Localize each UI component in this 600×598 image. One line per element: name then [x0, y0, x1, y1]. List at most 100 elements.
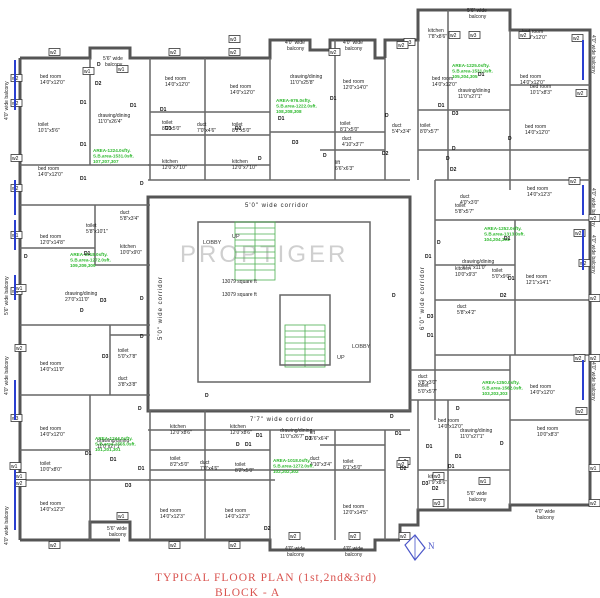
unit-area: S.B.area-1272.0sft.	[70, 258, 111, 263]
door-tag: D	[323, 153, 327, 159]
room-name: duct	[460, 194, 470, 200]
unit-area: S.B.area-1562.0sft.	[482, 386, 523, 391]
window-tag: w1	[116, 512, 129, 520]
window-tag: w2	[10, 74, 23, 82]
room-size: 11'0"x27'1"	[97, 444, 121, 450]
window-tag: w2	[571, 34, 584, 42]
window-id: w2	[577, 409, 584, 415]
stair-steps-top	[235, 222, 275, 280]
room-size: 5'0"x7'8"	[118, 354, 137, 360]
door-tag: D3	[452, 111, 459, 117]
unit-area: S.B.area-1313.0sft.	[484, 232, 525, 237]
room-size: 7'0"x4'6"	[197, 128, 216, 134]
room-name: duct	[120, 210, 130, 216]
side-balcony: 4'0" wide balcony	[590, 235, 596, 274]
room-size: 10'0"x8'0"	[40, 467, 62, 473]
door-tag: D	[258, 156, 262, 162]
room-name: toilet	[232, 122, 243, 128]
window-tag: w2	[588, 354, 600, 362]
door-tag: D	[390, 414, 394, 420]
window-tag: w1	[82, 67, 95, 75]
room-size: 10'1"x5'6"	[38, 128, 60, 134]
room-size: 12'0"x8'6"	[230, 430, 252, 436]
north-arrow: N	[404, 534, 435, 562]
room-name: duct	[197, 122, 207, 128]
door-tag: D1	[160, 107, 167, 113]
room-name: bed room	[522, 29, 543, 35]
room-name: kitchen	[230, 424, 246, 430]
room-size: 8'1"x5'0"	[340, 127, 359, 133]
plan-title: TYPICAL FLOOR PLAN (1st,2nd&3rd)	[155, 572, 377, 584]
side-balcony: 5'6" wide balcony	[4, 276, 10, 315]
door-tag: D3	[125, 483, 132, 489]
room-size: 8'2"x5'0"	[170, 462, 189, 468]
unit-area: 108,208,308	[276, 109, 302, 114]
room-name: kitchen	[232, 159, 248, 165]
room-size: 14'0"x12'0"	[432, 82, 457, 88]
window-tag: w3	[10, 414, 23, 422]
door-tag: D	[138, 406, 142, 412]
core-area-2: 13079 square ft	[222, 292, 257, 298]
door-tag: D	[140, 296, 144, 302]
side-balcony: 4'0" wide balcony	[4, 81, 10, 120]
window-tag: w2	[588, 499, 600, 507]
window-tag: w3	[228, 35, 241, 43]
unit-area: 107,207,307	[93, 159, 119, 164]
window-tag: w2	[398, 532, 411, 540]
window-tag: w1	[478, 477, 491, 485]
window-id: w2	[520, 33, 527, 39]
area-labels: AREA-1224.0sfty.S.B.area-1531.0sft.107,2…	[70, 63, 525, 474]
room-size: 5'8"x3'4"	[120, 216, 139, 222]
door-tag: D1	[110, 457, 117, 463]
room-name: toilet	[455, 203, 466, 209]
door-tag: D2	[400, 466, 407, 472]
room-name: drawing/dining	[460, 428, 492, 434]
window-tag: w1	[9, 462, 22, 470]
window-id: w2	[50, 50, 57, 56]
window-tag: w2	[10, 184, 23, 192]
room-size: 3'8"x3'8"	[118, 382, 137, 388]
window-id: w2	[350, 534, 357, 540]
plan-subtitle: BLOCK - A	[215, 587, 280, 598]
window-tag: w2	[518, 31, 531, 39]
room-size: 14'0"x12'0"	[520, 80, 545, 86]
room-name: bed room	[38, 166, 59, 172]
door-tag: D2	[382, 151, 389, 157]
window-id: w2	[590, 501, 597, 507]
window-id: w1	[84, 69, 91, 75]
unit-area: S.B.area-1222.0sft.	[276, 104, 317, 109]
side-balcony: 4'0" wide balcony	[590, 188, 596, 227]
window-tag: w1	[10, 231, 23, 239]
room-size: 14'0"x12'0"	[525, 130, 550, 136]
room-name: drawing/dining	[458, 88, 490, 94]
room-name: bed room	[40, 361, 61, 367]
unit-area: 109,209,309	[70, 263, 96, 268]
walls	[18, 8, 592, 552]
window-tag: w2	[228, 48, 241, 56]
window-id: w2	[50, 543, 57, 549]
room-name: toilet	[118, 348, 129, 354]
window-id: w2	[230, 50, 237, 56]
window-id: w2	[400, 534, 407, 540]
window-id: w2	[450, 33, 457, 39]
window-tag: w2	[14, 344, 27, 352]
stair-steps-bottom	[285, 325, 325, 367]
window-tag: w2	[396, 460, 409, 468]
room-size: 10'1"x8'3"	[530, 90, 552, 96]
room-size: 14'0"x12'0"	[230, 90, 255, 96]
unit-area: AREA-1252.0sfty.	[484, 226, 522, 231]
window-id: w2	[230, 543, 237, 549]
